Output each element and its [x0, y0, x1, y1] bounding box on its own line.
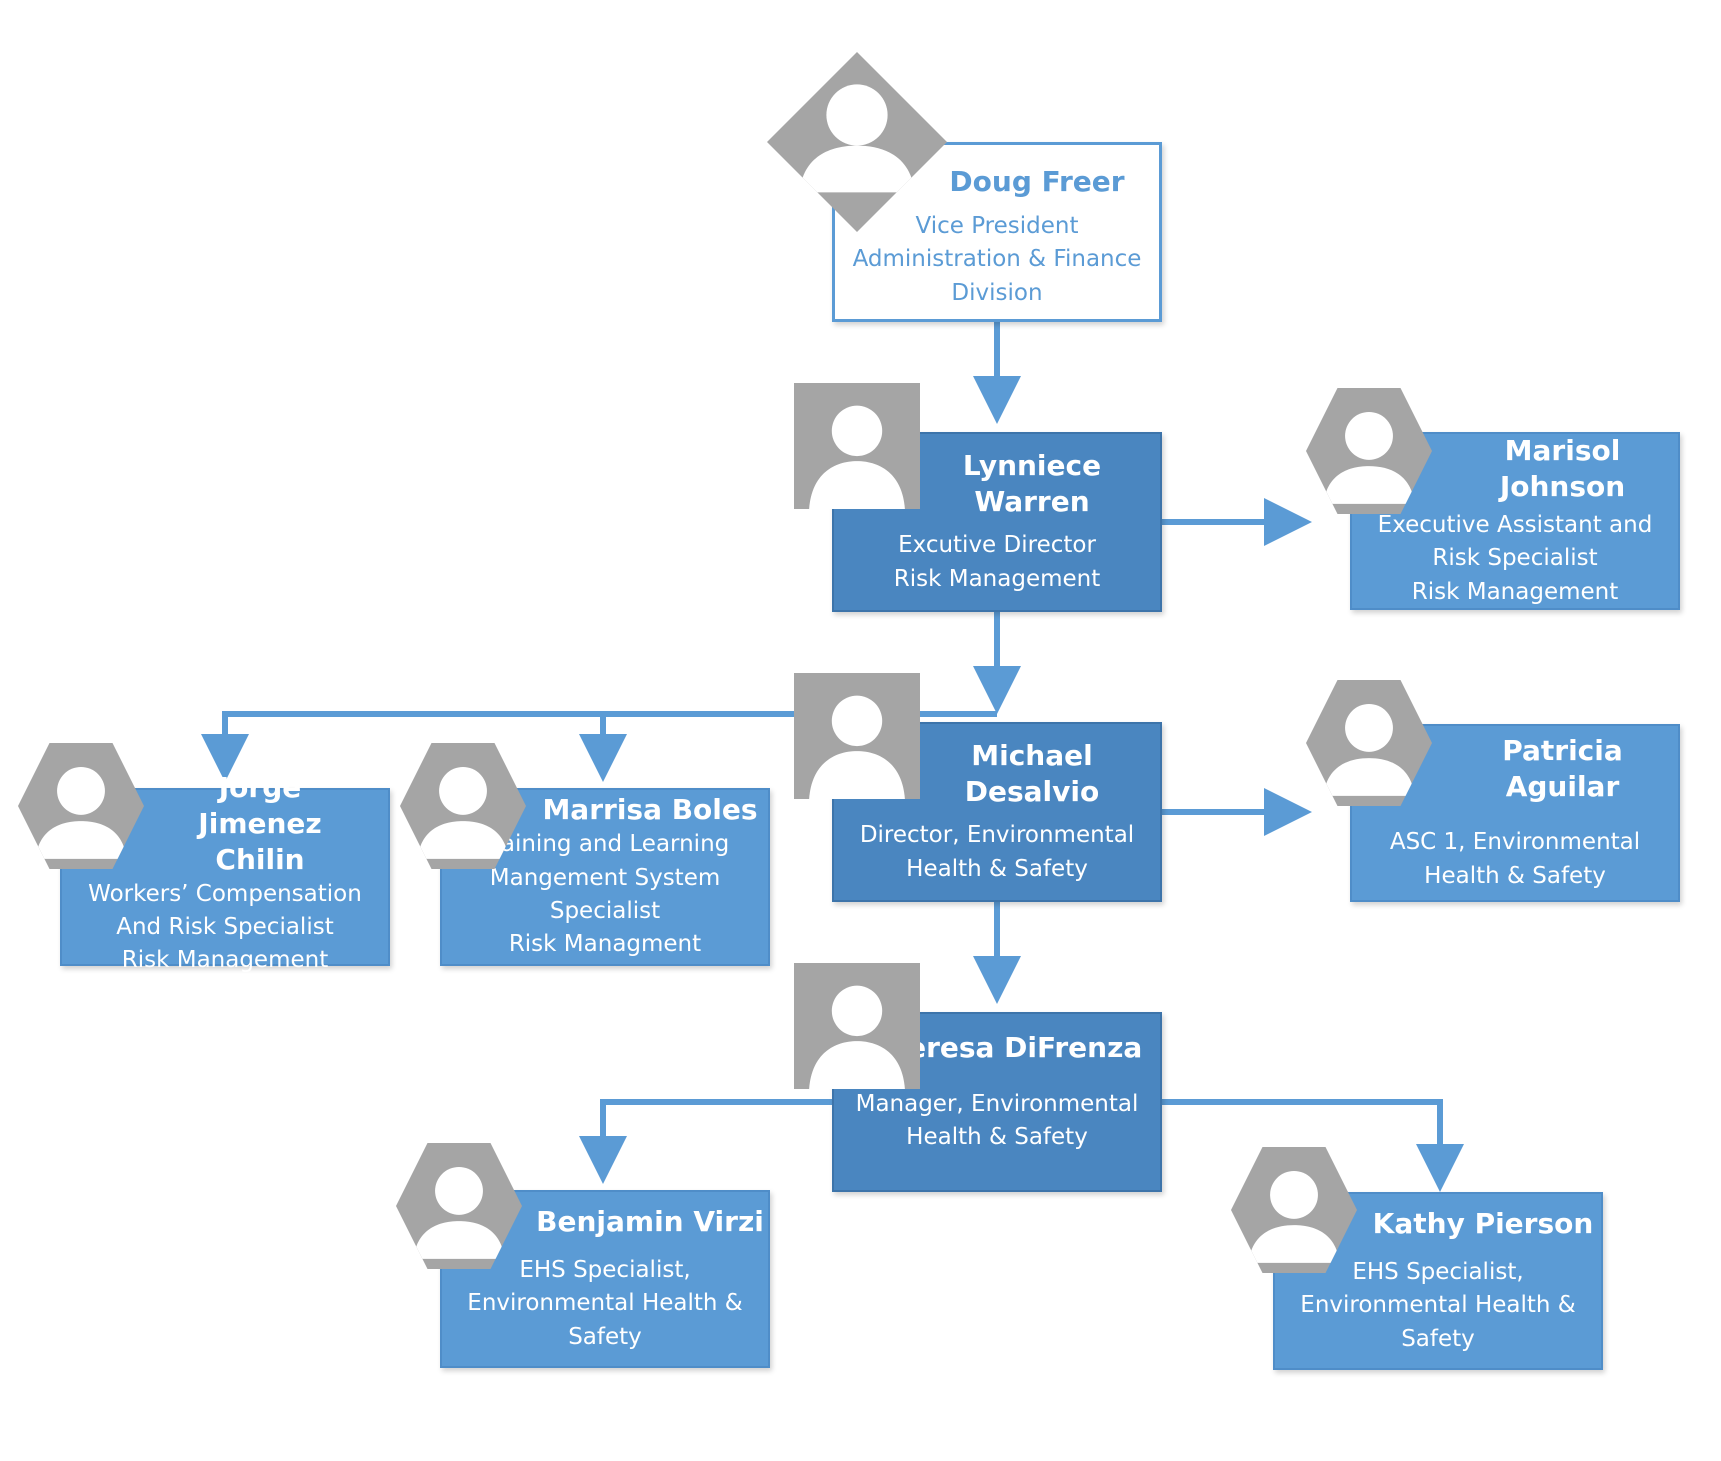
title-benjamin-virzi: EHS Specialist, Environmental Health & S… — [467, 1256, 743, 1350]
title-patricia-aguilar: ASC 1, Environmental Health & Safety — [1389, 829, 1641, 889]
title-lynniece-warren: Excutive Director Risk Management — [893, 532, 1101, 592]
name-kathy-pierson: Kathy Pierson — [1372, 1207, 1594, 1241]
name-patricia-aguilar: Patricia Aguilar — [1502, 733, 1623, 803]
name-michael-desalvio: Michael Desalvio — [964, 738, 1100, 808]
card-patricia-aguilar: Patricia Aguilar ASC 1, Environmental He… — [1350, 724, 1680, 902]
name-benjamin-virzi: Benjamin Virzi — [536, 1205, 764, 1239]
title-jorge-jimenez-chilin: Workers’ Compensation And Risk Specialis… — [88, 880, 362, 974]
name-jorge-jimenez-chilin: Jorge Jimenez Chilin — [198, 771, 322, 876]
avatar-icon — [18, 743, 144, 869]
title-michael-desalvio: Director, Environmental Health & Safety — [859, 822, 1135, 882]
card-kathy-pierson: Kathy Pierson EHS Specialist, Environmen… — [1273, 1192, 1603, 1370]
avatar-icon — [1231, 1147, 1357, 1273]
name-doug-freer: Doug Freer — [949, 165, 1125, 199]
avatar-icon — [1306, 680, 1432, 806]
avatar-icon — [400, 743, 526, 869]
card-doug-freer: Doug Freer Vice President Administration… — [832, 142, 1162, 322]
avatar-icon — [794, 963, 920, 1089]
card-marrisa-boles: Marrisa Boles Training and Learning Mang… — [440, 788, 770, 966]
title-marrisa-boles: Training and Learning Mangement System S… — [480, 831, 730, 958]
avatar-icon — [396, 1143, 522, 1269]
name-lynniece-warren: Lynniece Warren — [962, 448, 1102, 518]
title-marisol-johnson: Executive Assistant and Risk Specialist … — [1377, 511, 1653, 605]
title-kathy-pierson: EHS Specialist, Environmental Health & S… — [1300, 1258, 1576, 1352]
avatar-icon — [794, 383, 920, 509]
avatar-icon — [794, 673, 920, 799]
name-teresa-difrenza: Teresa DiFrenza — [891, 1030, 1143, 1064]
card-teresa-difrenza: Teresa DiFrenza Manager, Environmental H… — [832, 1012, 1162, 1192]
name-marisol-johnson: Marisol Johnson — [1499, 434, 1626, 503]
connector-teresa-benjamin — [579, 1099, 832, 1184]
connector-teresa-kathy — [1162, 1099, 1464, 1192]
card-lynniece-warren: Lynniece Warren Excutive Director Risk M… — [832, 432, 1162, 612]
name-marrisa-boles: Marrisa Boles — [542, 793, 758, 827]
avatar-icon — [1306, 388, 1432, 514]
title-teresa-difrenza: Manager, Environmental Health & Safety — [855, 1090, 1139, 1150]
title-doug-freer: Vice President Administration & Finance … — [852, 212, 1142, 306]
connector-branch-left — [201, 711, 997, 782]
